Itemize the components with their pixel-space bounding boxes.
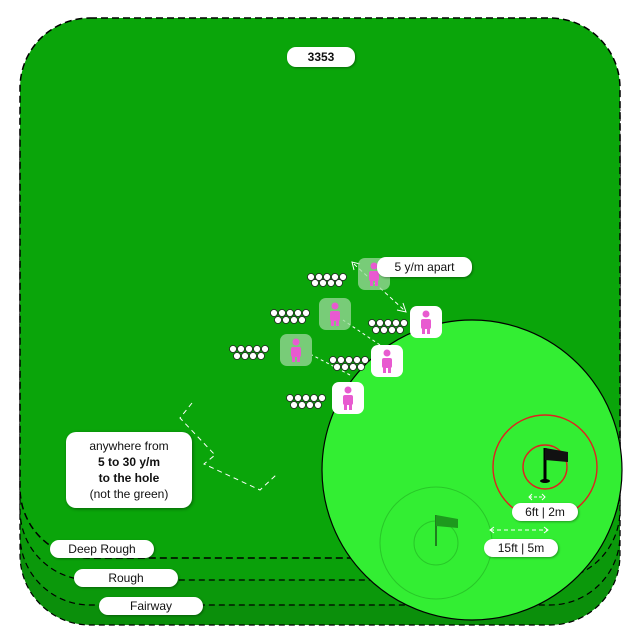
golf-ball-icon: [329, 356, 369, 371]
note-line-3: to the hole: [98, 471, 160, 485]
golf-ball-icon: [286, 394, 326, 409]
flag-icon: [435, 515, 458, 546]
spacing-arrow: [351, 261, 407, 313]
note-line-4: (not the green): [89, 487, 169, 501]
zone-label-fairway: Fairway: [99, 597, 203, 615]
position-marker-icon: [280, 334, 312, 366]
drill-code-badge: 3353: [287, 47, 355, 67]
inner-radius-arrow: [528, 493, 546, 501]
distance-note: anywhere from 5 to 30 y/m to the hole (n…: [66, 432, 192, 508]
position-marker-icon: [319, 298, 351, 330]
golf-ball-icon: [368, 319, 408, 334]
golf-ball-icon: [229, 345, 269, 360]
target-circle-inner: [522, 444, 568, 490]
zone-label-rough: Rough: [74, 569, 178, 587]
person-icon: [332, 382, 364, 414]
golf-ball-icon: [270, 309, 310, 324]
note-line-1: anywhere from: [89, 439, 169, 453]
person-icon: [410, 306, 442, 338]
inner-circle-label: 6ft | 2m: [512, 503, 578, 521]
zone-label-deep-rough: Deep Rough: [50, 540, 154, 558]
note-line-2: 5 to 30 y/m: [97, 455, 161, 469]
golf-ball-icon: [307, 273, 347, 287]
outer-circle-label: 15ft | 5m: [484, 539, 558, 557]
spacing-label: 5 y/m apart: [377, 257, 472, 277]
person-icon: [371, 345, 403, 377]
outer-radius-arrow: [489, 526, 549, 534]
putting-green: [321, 319, 623, 621]
flag-icon: [540, 448, 568, 483]
